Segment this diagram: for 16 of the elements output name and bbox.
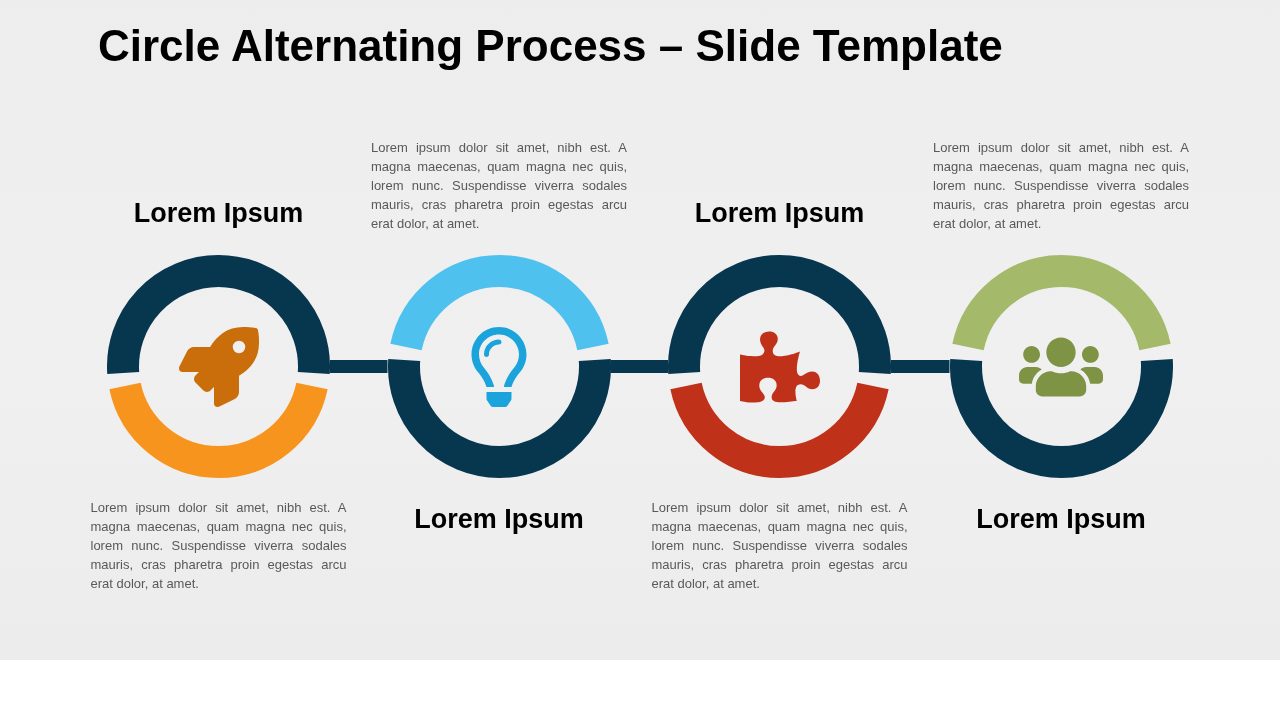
step-description: Lorem ipsum dolor sit amet, nibh est. A magna maecenas, quam magna nec quis, lorem nunc. Suspendisse viverra sodales mauris, cras pharetra proin egestas arcu erat dolor, at amet. [371,139,627,233]
step-heading: Lorem Ipsum [132,197,305,230]
step-description: Lorem ipsum dolor sit amet, nibh est. A magna maecenas, quam magna nec quis, lorem nunc. Suspendisse viverra sodales mauris, cras pharetra proin egestas arcu erat dolor, at amet. [90,499,347,593]
step-description: Lorem ipsum dolor sit amet, nibh est. A magna maecenas, quam magna nec quis, lorem nunc. Suspendisse viverra sodales mauris, cras pharetra proin egestas arcu erat dolor, at amet. [933,139,1189,233]
connector-bar [891,360,950,373]
ring [387,255,611,478]
ring [668,255,891,478]
step-heading: Lorem Ipsum [693,197,866,230]
ring [107,255,330,478]
step-heading: Lorem Ipsum [975,503,1147,536]
step-heading: Lorem Ipsum [413,503,585,536]
ring [949,255,1173,478]
step-description: Lorem ipsum dolor sit amet, nibh est. A magna maecenas, quam magna nec quis, lorem nunc. Suspendisse viverra sodales mauris, cras pharetra proin egestas arcu erat dolor, at amet. [651,499,908,593]
connector-bar [610,360,668,373]
slide-title: Circle Alternating Process – Slide Template [98,20,1003,72]
connector-bar [330,360,388,373]
